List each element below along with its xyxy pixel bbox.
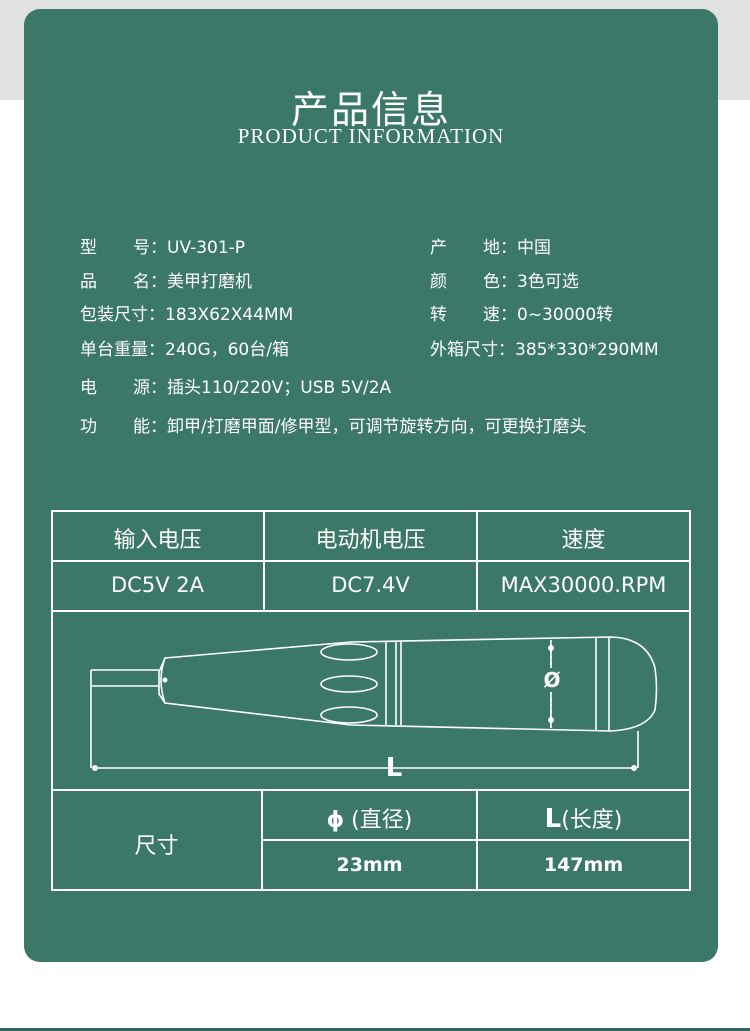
pen-drawing bbox=[90, 636, 658, 769]
diameter-symbol: Ø bbox=[537, 668, 567, 692]
spec-weight-label: 单台重量 bbox=[80, 340, 148, 360]
value-speed: MAX30000.RPM bbox=[500, 573, 667, 597]
spec-package-size: 包装尺寸：183X62X44MM bbox=[80, 305, 294, 325]
spec-function-value: 卸甲/打磨甲面/修甲型，可调节旋转方向，可更换打磨头 bbox=[167, 417, 587, 437]
spec-model-value: UV-301-P bbox=[167, 238, 246, 258]
spec-carton-size-label: 外箱尺寸 bbox=[430, 340, 498, 360]
spec-weight-value: 240G，60台/箱 bbox=[165, 340, 289, 360]
dim-value-length: 147mm bbox=[543, 854, 624, 876]
spec-function-label: 功 能 bbox=[80, 417, 150, 437]
value-motor-voltage: DC7.4V bbox=[331, 573, 410, 597]
spec-color-value: 3色可选 bbox=[517, 272, 579, 292]
spec-origin-value: 中国 bbox=[517, 238, 551, 258]
spec-carton-size: 外箱尺寸：385*330*290MM bbox=[430, 340, 659, 360]
spec-color-label: 颜 色 bbox=[430, 272, 500, 292]
size-label: 尺寸 bbox=[134, 834, 179, 859]
spec-name-label: 品 名 bbox=[80, 272, 150, 292]
spec-speed: 转 速：0~30000转 bbox=[430, 305, 614, 325]
spec-weight: 单台重量：240G，60台/箱 bbox=[80, 340, 289, 360]
dim-value-diameter: 23mm bbox=[336, 854, 403, 876]
spec-name-value: 美甲打磨机 bbox=[167, 272, 252, 292]
diameter-icon: ϕ bbox=[326, 808, 345, 833]
spec-origin: 产 地：中国 bbox=[430, 238, 551, 258]
spec-table: 输入电压 电动机电压 速度 DC5V 2A DC7.4V MAX30000.RP… bbox=[51, 510, 691, 892]
spec-origin-label: 产 地 bbox=[430, 238, 500, 258]
spec-power: 电 源：插头110/220V；USB 5V/2A bbox=[80, 378, 392, 398]
product-info-card: 产品信息 PRODUCT INFORMATION 型 号：UV-301-P 品 … bbox=[24, 9, 718, 962]
page-subtitle: PRODUCT INFORMATION bbox=[237, 124, 505, 148]
spec-power-label: 电 源 bbox=[80, 378, 150, 398]
value-input-voltage: DC5V 2A bbox=[111, 573, 204, 597]
spec-color: 颜 色：3色可选 bbox=[430, 272, 579, 292]
table-grid bbox=[51, 510, 691, 891]
spec-package-size-value: 183X62X44MM bbox=[165, 305, 294, 325]
bottom-band bbox=[0, 1028, 750, 1031]
spec-carton-size-value: 385*330*290MM bbox=[515, 340, 659, 360]
spec-function: 功 能：卸甲/打磨甲面/修甲型，可调节旋转方向，可更换打磨头 bbox=[80, 417, 587, 437]
spec-power-value: 插头110/220V；USB 5V/2A bbox=[167, 378, 392, 398]
spec-package-size-label: 包装尺寸 bbox=[80, 305, 148, 325]
dim-header-diameter: ϕ (直径) bbox=[326, 808, 413, 833]
spec-name: 品 名：美甲打磨机 bbox=[80, 272, 252, 292]
length-symbol: L bbox=[385, 753, 403, 783]
length-icon: L bbox=[544, 804, 562, 834]
header-motor-voltage: 电动机电压 bbox=[315, 528, 426, 553]
spec-speed-value: 0~30000转 bbox=[517, 305, 614, 325]
header-input-voltage: 输入电压 bbox=[113, 528, 202, 553]
header-speed: 速度 bbox=[561, 528, 606, 553]
dim-header-length: L(长度) bbox=[544, 804, 623, 834]
spec-model-label: 型 号 bbox=[80, 238, 150, 258]
spec-speed-label: 转 速 bbox=[430, 305, 500, 325]
page-title: 产品信息 bbox=[290, 88, 451, 132]
spec-model: 型 号：UV-301-P bbox=[80, 238, 246, 258]
